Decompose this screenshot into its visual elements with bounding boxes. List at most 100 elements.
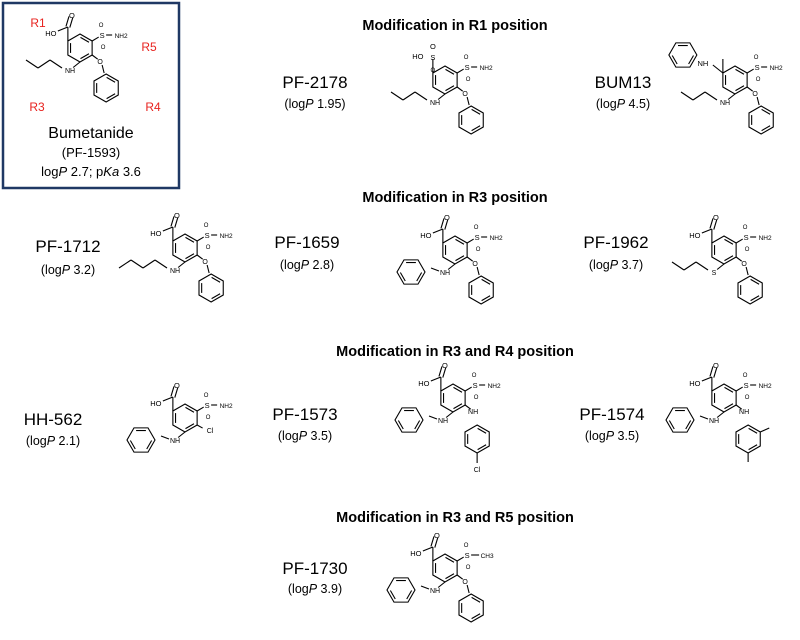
atom-label: O [476, 247, 481, 253]
ring-double-bond [477, 444, 487, 451]
bond [713, 367, 718, 378]
atom-label: O [741, 261, 747, 268]
bond [447, 263, 456, 270]
atom-label: O [754, 55, 759, 61]
ring-double-bond [414, 420, 421, 430]
aromatic-ring [748, 105, 774, 135]
bond [712, 64, 724, 74]
bond [57, 26, 69, 32]
site-label-r3: R3 [29, 100, 45, 114]
bond [440, 218, 445, 229]
ring-double-bond [477, 427, 487, 434]
bond [735, 386, 743, 392]
compound-label: HH-562 (logP 2.1) [24, 410, 83, 448]
atom-label: O [206, 415, 211, 421]
atom-label: HO [418, 379, 429, 388]
bond [438, 366, 443, 377]
aromatic-ring [711, 383, 737, 413]
atom-label: NH [430, 100, 440, 107]
atom-label: HO [689, 379, 700, 388]
compound-logp: (logP 2.1) [26, 434, 80, 448]
bond [701, 376, 713, 382]
atom-label: O [206, 245, 211, 251]
atom-label: O [745, 247, 750, 253]
compound-label: PF-1573 (logP 3.5) [272, 405, 337, 443]
bond [118, 259, 132, 269]
atom-label: HO [410, 549, 421, 558]
bond [735, 404, 743, 410]
ring-double-bond [185, 423, 195, 430]
atom-label: NH [468, 409, 478, 416]
atom-label: O [444, 213, 450, 222]
aromatic-ring [93, 73, 119, 103]
ring-double-bond [668, 420, 675, 430]
aromatic-ring [394, 407, 424, 433]
bond [390, 91, 404, 101]
atom-label: HO [689, 231, 700, 240]
aromatic-ring [668, 42, 698, 68]
ring-double-bond [724, 403, 734, 410]
reference-frame [1, 1, 181, 190]
compound-name: PF-1659 [274, 233, 339, 252]
atom-label: O [756, 77, 761, 83]
aromatic-ring [432, 553, 458, 583]
bond [177, 431, 186, 438]
compound-logp: (logP 3.5) [278, 429, 332, 443]
bond [456, 68, 464, 74]
atom-label: NH2 [220, 403, 233, 410]
atom-label: NH [720, 100, 730, 107]
ring-double-bond [416, 272, 423, 282]
atom-label: NH2 [759, 383, 772, 390]
atom-label: O [466, 565, 471, 571]
aromatic-ring [126, 427, 156, 453]
ring-double-bond [445, 573, 455, 580]
atom-label: S [465, 63, 470, 72]
aromatic-ring [386, 577, 416, 603]
bond [709, 218, 714, 229]
ring-double-bond [481, 295, 491, 302]
reference-name: Bumetanide [48, 125, 133, 142]
aromatic-ring [172, 233, 198, 263]
atom-label: NH2 [480, 65, 493, 72]
site-label-r1: R1 [30, 16, 46, 30]
atom-label: NH2 [759, 235, 772, 242]
aromatic-ring [198, 273, 224, 303]
compound-logp: (logP 1.95) [284, 97, 345, 111]
atom-label: NH [65, 68, 75, 75]
bond [727, 93, 736, 100]
atom-label: O [101, 45, 106, 51]
ring-double-bond [106, 76, 116, 83]
atom-label: O [462, 579, 468, 586]
bond [445, 411, 454, 418]
aromatic-ring [464, 424, 490, 454]
bond [72, 61, 81, 68]
ring-double-bond [455, 255, 465, 262]
atom-label: S [712, 270, 717, 277]
bond [402, 91, 416, 101]
ring-double-bond [185, 406, 195, 413]
bond [196, 406, 204, 412]
ring-double-bond [471, 613, 481, 620]
atom-label: O [743, 373, 748, 379]
atom-label: HO [45, 29, 56, 38]
bond [476, 266, 480, 276]
bond [196, 424, 203, 429]
aromatic-ring [172, 403, 198, 433]
ring-double-bond [471, 125, 481, 132]
compound-name: PF-1574 [579, 405, 644, 424]
atom-label: CH3 [481, 553, 494, 560]
aromatic-ring [432, 65, 458, 95]
ring-double-bond [211, 293, 221, 300]
bond [65, 16, 70, 27]
bond [196, 236, 204, 242]
bond [37, 59, 51, 69]
aromatic-ring [396, 259, 426, 285]
atom-label: O [434, 531, 440, 540]
section-title-r1: Modification in R1 position [362, 18, 547, 34]
compound-name: PF-1573 [272, 405, 337, 424]
atom-label: O [472, 373, 477, 379]
atom-label: S [465, 551, 470, 560]
